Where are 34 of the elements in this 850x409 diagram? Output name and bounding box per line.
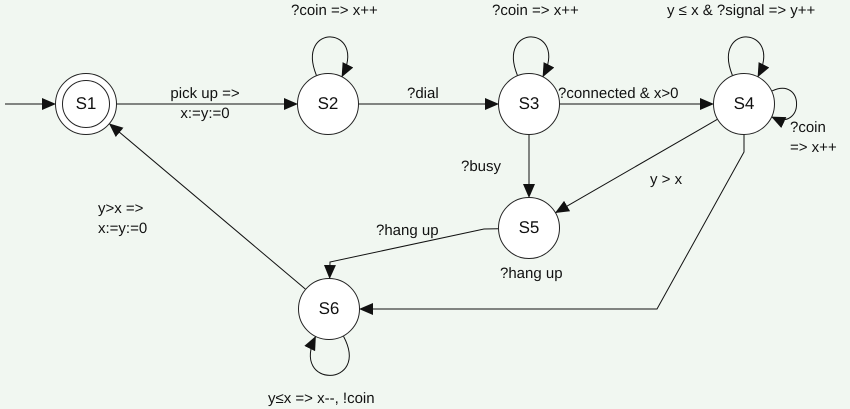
edge-label: y > x	[650, 170, 682, 190]
transition-arrow	[358, 98, 499, 110]
transition-arrow	[312, 36, 352, 78]
state-label: S3	[518, 94, 540, 114]
transition-arrow	[359, 134, 744, 315]
transition-arrow	[523, 134, 535, 198]
edge-label: y≤x => x--, !coin	[268, 389, 375, 409]
state-label: S5	[518, 218, 540, 238]
transition-arrow	[324, 228, 498, 279]
transition-arrow	[560, 98, 714, 110]
edge-label: ?coin => x++	[492, 1, 579, 21]
transition-arrow	[555, 119, 718, 213]
edge-label: ?busy	[461, 157, 502, 177]
state-label: S2	[318, 94, 338, 114]
transition-arrow	[305, 336, 350, 376]
edge-label: y>x => x:=y:=0	[98, 199, 148, 239]
transition-arrow	[116, 98, 298, 110]
edge-label: y ≤ x & ?signal => y++	[667, 1, 816, 21]
state-label: S6	[318, 299, 340, 319]
transition-arrow	[771, 88, 798, 127]
state-label: S1	[76, 94, 96, 114]
transition-arrow	[4, 98, 56, 110]
transition-arrow	[513, 36, 554, 78]
transition-arrow	[728, 36, 768, 78]
state-circle	[713, 73, 775, 135]
edge-label: ?connected & x>0	[558, 84, 679, 104]
edge-label: ?dial	[407, 84, 439, 104]
state-label: S4	[734, 94, 754, 114]
edge-label: ?coin => x++	[291, 1, 378, 21]
edge-label: ?hang up	[500, 264, 563, 284]
edge-label: ?hang up	[376, 221, 439, 241]
edge-label: ?coin => x++	[790, 118, 838, 158]
transition-arrow	[108, 123, 306, 290]
edge-label: pick up => x:=y:=0	[169, 84, 241, 124]
